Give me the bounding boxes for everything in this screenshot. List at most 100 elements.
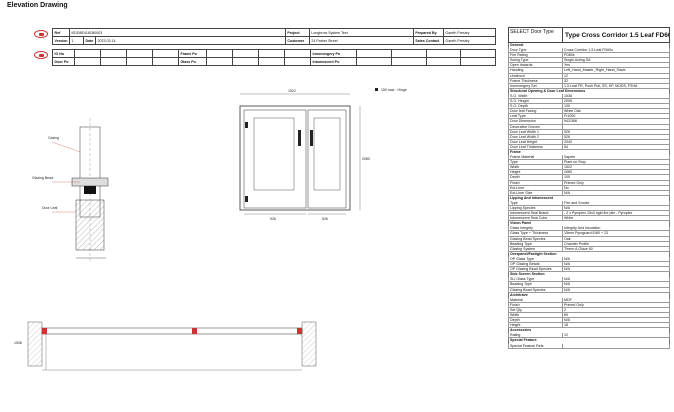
spec-row-value: 69 xyxy=(564,312,568,317)
spec-row-value: 54 xyxy=(564,144,568,149)
spec-row-value: Primed Only xyxy=(564,302,584,307)
spec-row-value xyxy=(563,125,669,129)
spec-row-value: Chamfer Profile xyxy=(564,241,589,246)
select-door-type[interactable]: SELECT Door Type xyxy=(509,28,563,42)
spec-row-value: Sapele xyxy=(564,155,576,160)
spec-row-value: Primed Only xyxy=(564,180,584,185)
spec-row-value: N/A xyxy=(564,287,570,292)
spec-row: Intumescent Seal Brand- 2 x Pyroplex 15x… xyxy=(508,211,670,217)
spec-row-value: N/A xyxy=(564,256,570,261)
spec-row-value: N/A xyxy=(564,267,570,272)
spec-row-value: MDF xyxy=(564,297,572,302)
intumescent-po-label: Intumescent Po xyxy=(310,57,357,66)
spec-row-label: Glazing System xyxy=(509,246,563,251)
spec-row-label: Fire Rating xyxy=(509,53,563,58)
company-logo-secondary xyxy=(34,51,48,59)
dim-overall-width: 1522 xyxy=(288,89,296,93)
spec-row-value: FD60s xyxy=(564,53,575,58)
spec-section-title: Architrave xyxy=(508,292,670,298)
spec-section-title: Vision Panel xyxy=(508,221,670,227)
header-table-main: Ref i0DD8E4181B0003 Project Longbrow Sys… xyxy=(52,28,497,45)
customer-value: 24 Parker Street xyxy=(308,36,414,45)
spec-row-value: Therm A Glaze 60 xyxy=(564,246,593,251)
spec-section-title: Frame xyxy=(508,149,670,156)
spec-row: Special Feature Refs xyxy=(508,343,670,349)
spec-row-value: 100 xyxy=(564,175,570,180)
spec-section-title: Lipping And Intumescent xyxy=(508,195,670,201)
spec-row-value: Left_Hand_Master_Right_Hand_Slave xyxy=(564,68,626,73)
spec-section-title: Structural Opening & Door Leaf Dimension… xyxy=(508,88,670,94)
spec-row-value: White xyxy=(564,216,574,221)
spec-row-label: Glass Type + Thickness xyxy=(509,231,563,236)
spec-row-value: N/A xyxy=(564,206,570,210)
spec-row-label: Door Leaf Height xyxy=(509,139,563,144)
spec-row-value: 926 xyxy=(564,129,570,134)
spec-row-value: 1.5 Leaf FR, Push Pull, SS, KP, MODS, FS… xyxy=(564,83,638,88)
spec-row-value: 100 xyxy=(564,104,570,109)
spec-row-label: Set Qty xyxy=(509,307,563,312)
spec-header: SELECT Door Type Type Cross Corridor 1.5… xyxy=(508,27,670,43)
spec-row-value: N/A xyxy=(564,262,570,267)
door-po-label: Door Po xyxy=(52,57,75,66)
spec-row-value: Cross Corridor 1.5 Leaf FD60s xyxy=(564,48,613,53)
spec-row-value: 18 xyxy=(564,323,568,328)
door-plan-drawing: 1538 xyxy=(14,321,317,371)
header-table-po: IO No Frame Po Ironmongery Po Door Po Gl… xyxy=(52,49,496,66)
spec-row-label: Intumescent Seal Brand xyxy=(509,211,563,216)
spec-row-value: 12 xyxy=(564,73,568,78)
section-label-glazing-bead: Glazing Bead xyxy=(32,176,53,180)
spec-row-label: Door leaf Facing xyxy=(509,109,563,114)
spec-row-label: Special Feature Refs xyxy=(509,343,563,348)
section-label-door-leaf: Door Leaf xyxy=(42,206,57,210)
date-label: Date xyxy=(82,36,96,45)
ref-value: i0DD8E4181B0003 xyxy=(68,28,286,37)
spec-row-label: Glazing Bead Species xyxy=(509,287,563,292)
legend-text: 150 max - Hinge xyxy=(381,88,407,92)
spec-row-value: 1538 xyxy=(564,93,572,98)
spec-row-label: Leaf Type xyxy=(509,114,563,119)
prepared-value: Gareth Presley xyxy=(442,28,497,37)
spec-row-label: Beading Type xyxy=(509,282,563,287)
spec-row-label: Beading Type xyxy=(509,241,563,246)
dim-leaf2: 526 xyxy=(322,217,328,221)
plan-width-label: 1538 xyxy=(14,341,22,345)
spec-row-label: Handing xyxy=(509,68,563,73)
spec-row-value: 2095 xyxy=(564,99,572,104)
spec-row-value: Oak xyxy=(564,236,571,241)
spec-row-value: No xyxy=(564,185,569,190)
spec-section-title: General xyxy=(508,43,670,49)
spec-row-value: N/A xyxy=(564,282,570,287)
spec-row-label: Ironmongery Set xyxy=(509,83,563,88)
